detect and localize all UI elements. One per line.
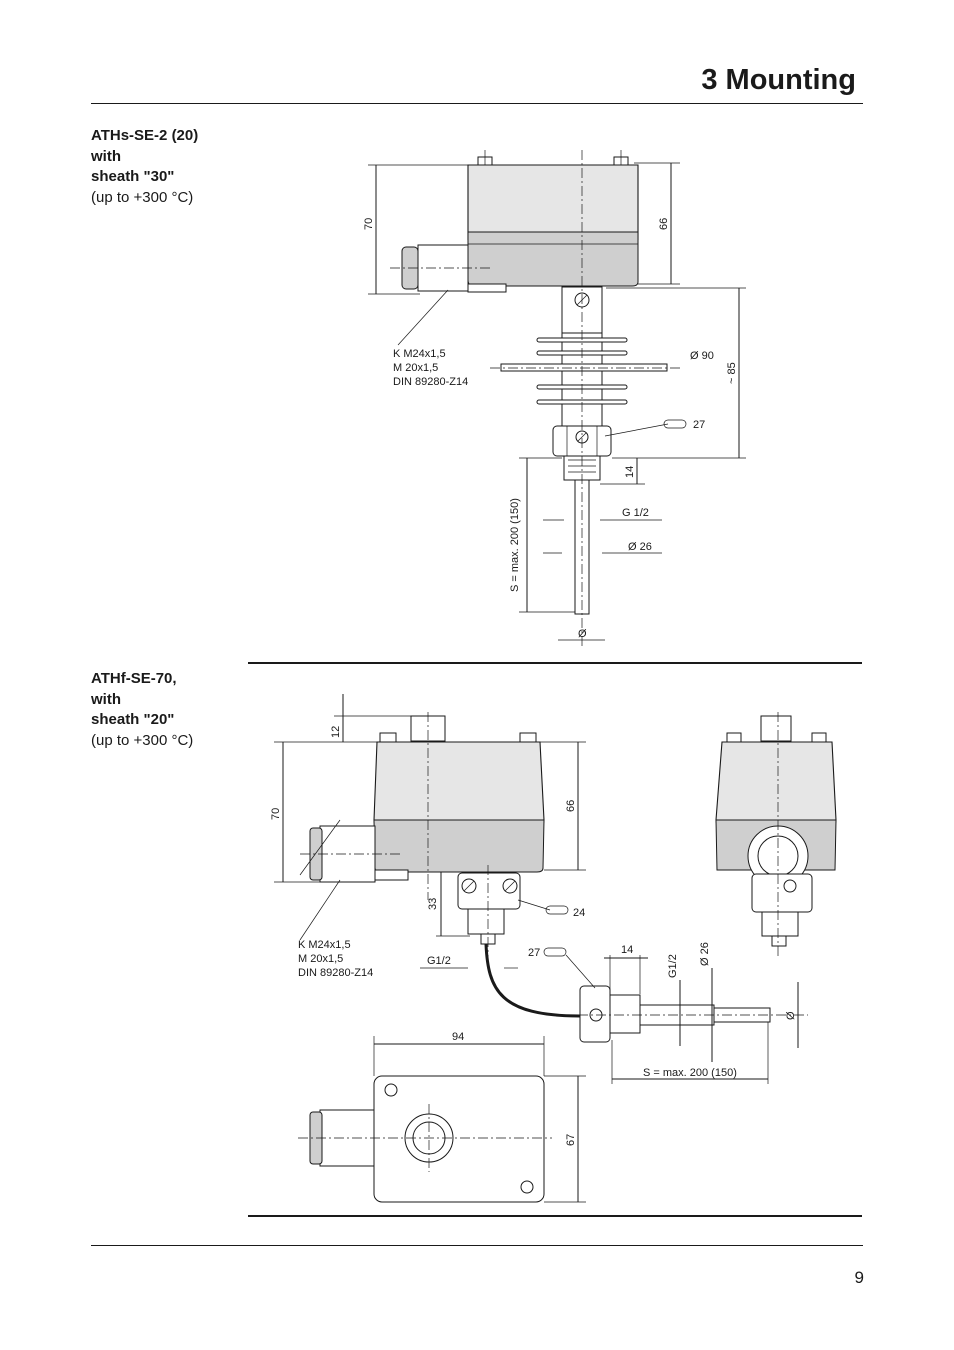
page-title: 3 Mounting	[701, 64, 856, 96]
dim-label: G 1/2	[622, 507, 649, 519]
footer-rule	[91, 1245, 863, 1246]
dim-label: G1/2	[667, 954, 679, 978]
dim-label: 14	[624, 466, 636, 478]
dim-label: Ø	[785, 1011, 797, 1020]
caption-line: with	[91, 147, 121, 165]
dim-label: Ø 90	[690, 350, 714, 362]
wrench-label: 27	[693, 419, 705, 431]
caption-line: (up to +300 °C)	[91, 188, 194, 206]
dim-label: 66	[658, 218, 670, 230]
section-caption-athf: ATHf-SE-70, with sheath "20" (up to +300…	[91, 669, 241, 751]
dim-label: Ø 26	[699, 942, 711, 966]
dim-label: 33	[427, 898, 439, 910]
dim-label: 12	[330, 726, 342, 738]
connector-label: M 20x1,5	[298, 953, 343, 965]
athf-top-view: 94 67	[298, 1031, 586, 1203]
dim-label: 70	[270, 808, 282, 820]
dim-label: 66	[565, 800, 577, 812]
connector-label: M 20x1,5	[393, 362, 438, 374]
section-divider	[248, 1215, 862, 1217]
page-number: 9	[854, 1268, 864, 1287]
dim-label: 67	[565, 1134, 577, 1146]
caption-line: ATHf-SE-70,	[91, 670, 177, 687]
caption-line: sheath "20"	[91, 711, 175, 728]
dim-label: G1/2	[427, 955, 451, 967]
caption-line: with	[91, 690, 121, 708]
athf-side-view: 12 70 66 33 24 K M24x1,5 M 20x1,5 DIN 89…	[270, 694, 808, 1084]
section-divider	[248, 662, 862, 664]
dim-label: 94	[452, 1031, 464, 1043]
wrench-label: 24	[573, 907, 585, 919]
dim-label: 70	[363, 218, 375, 230]
athf-front-view	[715, 712, 837, 958]
wrench-label: 27	[528, 947, 540, 959]
aths-side-view: 70 66 ~ 85 Ø 90 K M24x1,5 M 20x1,5 DIN 8…	[363, 150, 746, 646]
caption-line: (up to +300 °C)	[91, 731, 194, 749]
dim-label: ~ 85	[726, 362, 738, 384]
connector-label: K M24x1,5	[298, 939, 351, 951]
dim-label: S = max. 200 (150)	[643, 1067, 737, 1079]
header-rule	[91, 103, 863, 104]
dim-label: 14	[621, 944, 633, 956]
connector-label: DIN 89280-Z14	[393, 376, 468, 388]
caption-line: ATHs-SE-2 (20)	[91, 127, 199, 144]
dim-label: S = max. 200 (150)	[509, 498, 521, 592]
section-caption-aths: ATHs-SE-2 (20) with sheath "30" (up to +…	[91, 126, 241, 208]
caption-line: sheath "30"	[91, 168, 175, 185]
dim-label: Ø	[578, 628, 587, 640]
connector-label: K M24x1,5	[393, 348, 446, 360]
connector-label: DIN 89280-Z14	[298, 967, 373, 979]
dim-label: Ø 26	[628, 541, 652, 553]
